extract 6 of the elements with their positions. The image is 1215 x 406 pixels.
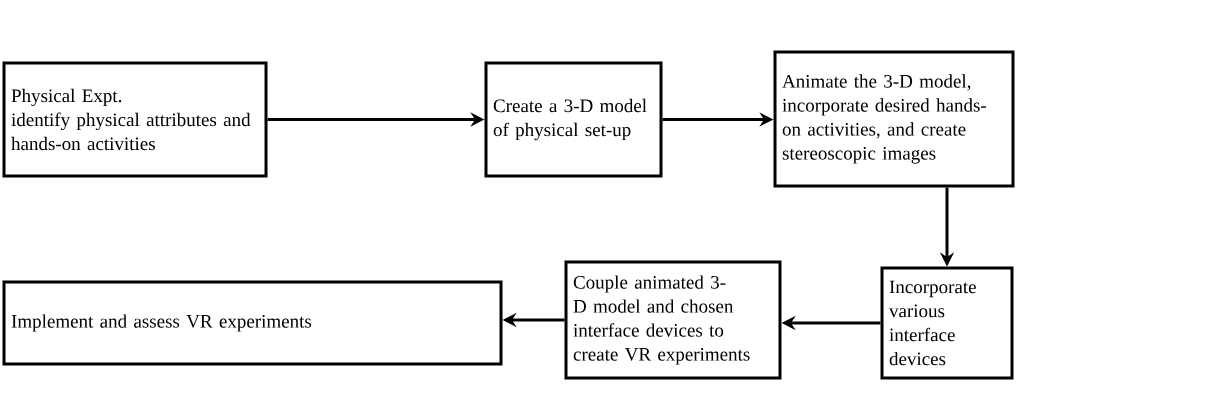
process-box: Animate the 3-D model, incorporate desired hands-on activities, and create stereoscopic images [773,50,1015,188]
process-box: Incorporate various interface devices [880,266,1014,380]
process-box: Physical Expt. identify physical attributes and hands-on activities [2,61,268,178]
process-box: Create a 3-D model of physical set-up [484,61,663,178]
process-box: Implement and assess VR experiments [2,280,503,366]
process-box: Couple animated 3-D model and chosen interface devices to create VR experiments [564,260,782,380]
